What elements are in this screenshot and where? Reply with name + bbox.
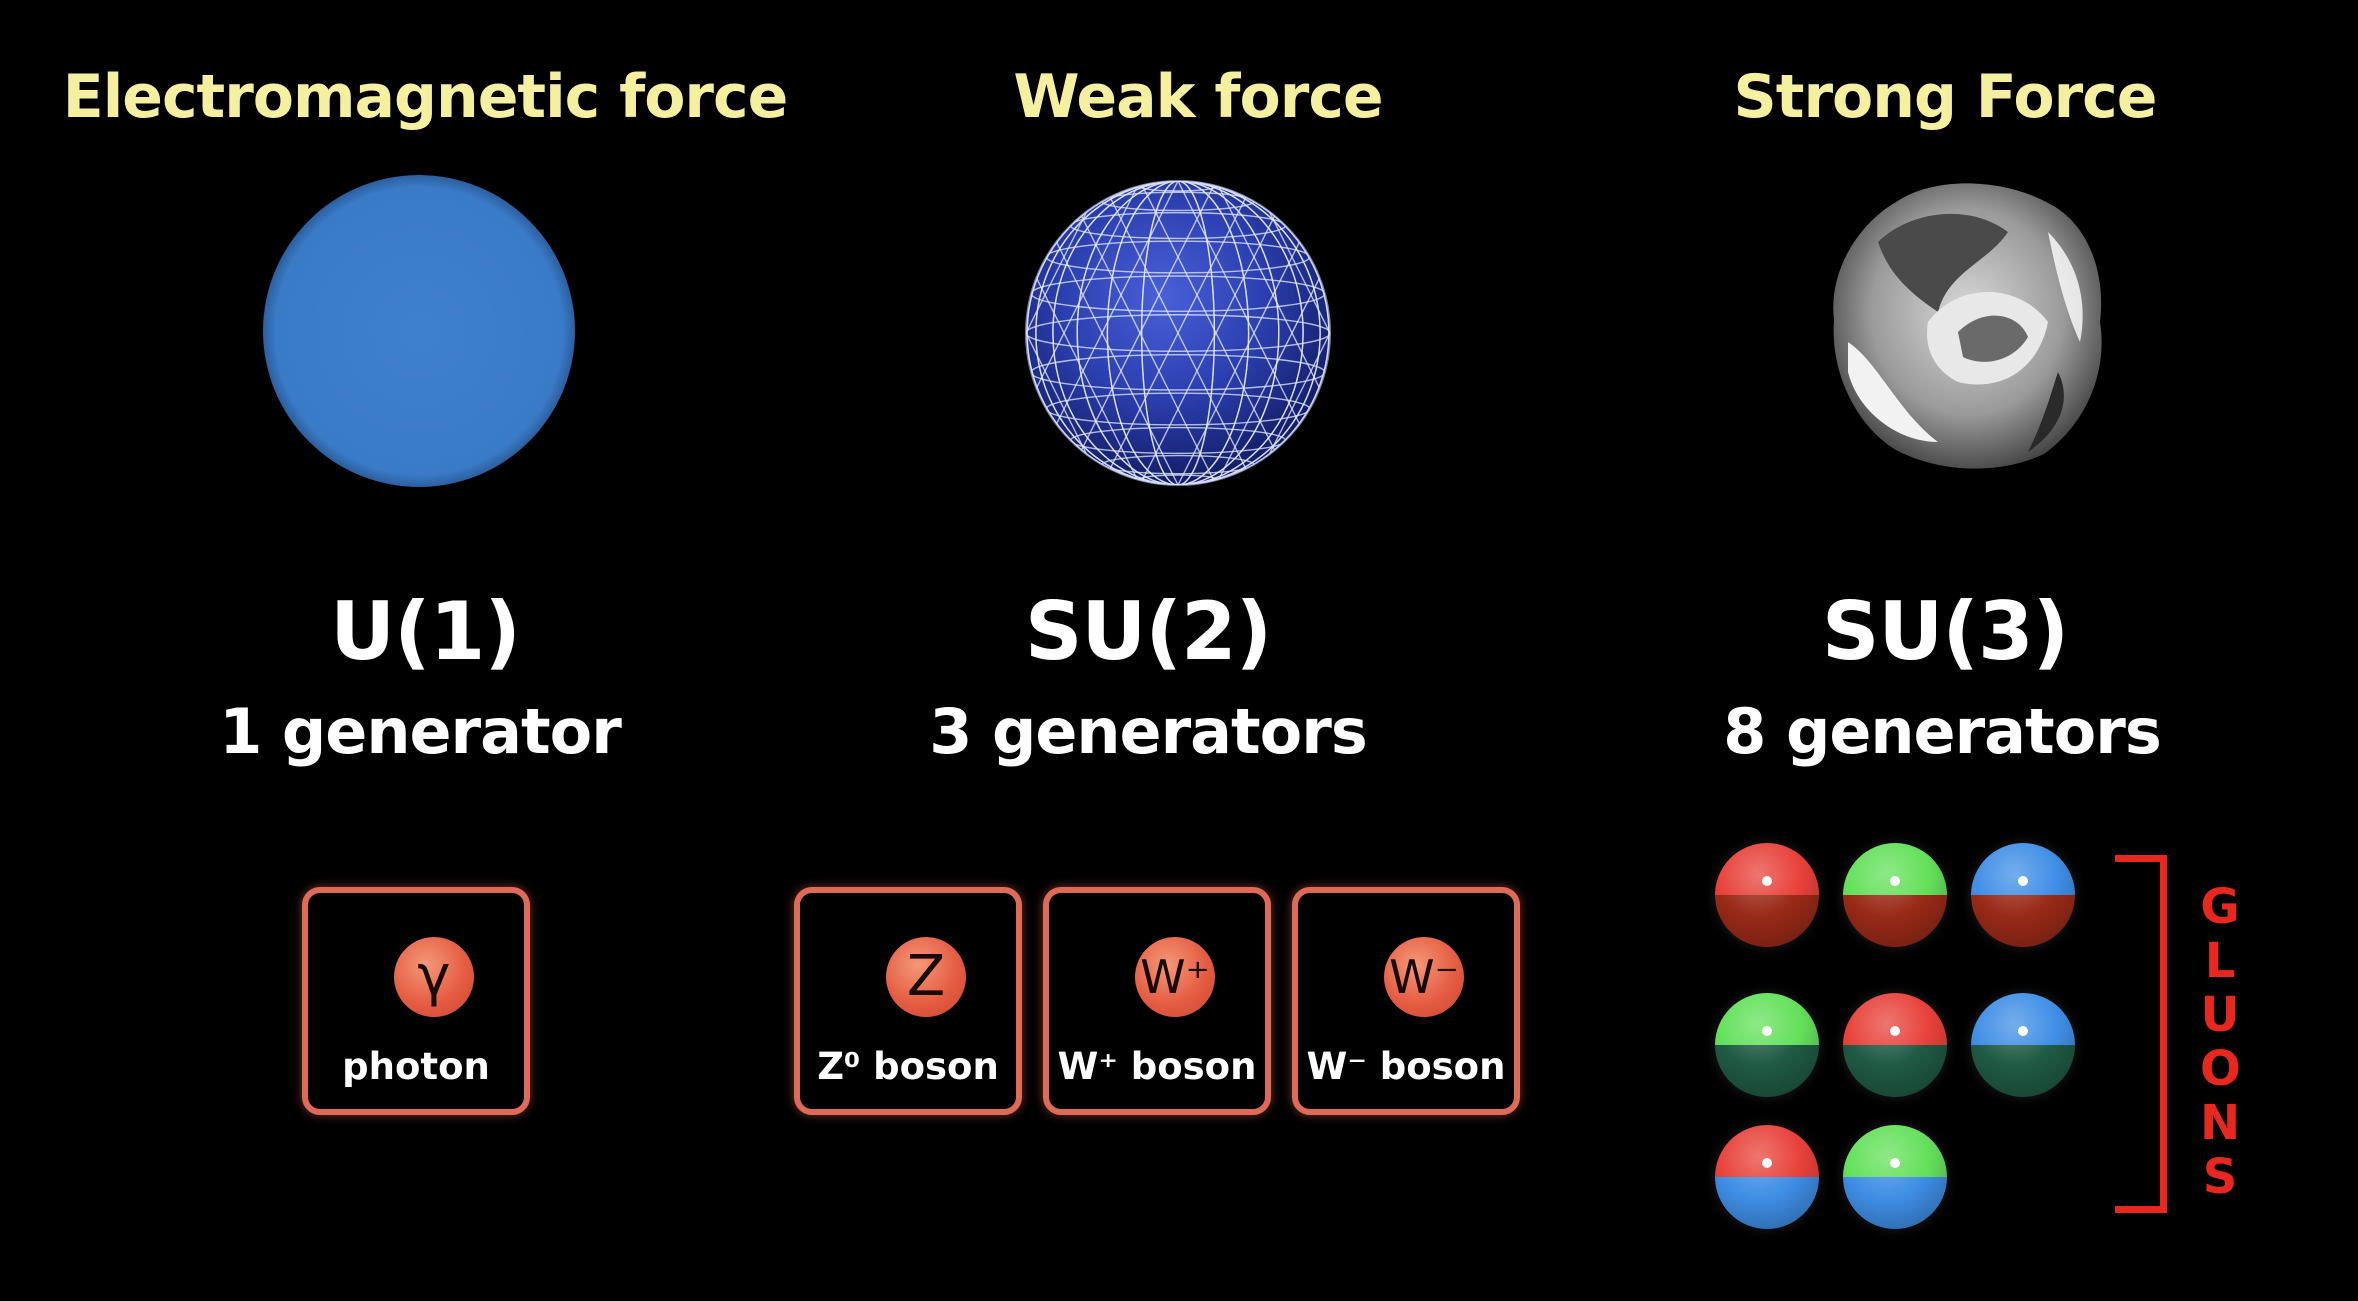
gluons-letter: U	[2200, 987, 2240, 1043]
u1-circle-icon	[263, 175, 575, 487]
electromagnetic-force-title: Electromagnetic force	[62, 62, 789, 132]
strong-force-title: Strong Force	[1733, 62, 2158, 132]
w-plus-boson-card: W⁺ W⁺ boson	[1043, 887, 1271, 1115]
su3-generators-label: 8 generators	[1723, 695, 2161, 768]
w-minus-boson-icon: W⁻	[1384, 937, 1464, 1017]
gluon-icon	[1971, 993, 2075, 1097]
su3-blob-icon	[1833, 183, 2102, 469]
w-minus-boson-label: W⁻ boson	[1306, 1045, 1506, 1088]
gluon-icon	[1843, 993, 1947, 1097]
weak-force-title: Weak force	[1013, 62, 1383, 132]
gluon-icon	[1715, 1125, 1819, 1229]
su3-group-label: SU(3)	[1821, 585, 2069, 678]
gluons-letter: N	[2200, 1095, 2241, 1151]
gluons-label: G L U O N S	[2200, 879, 2241, 1205]
gluon-icon	[1843, 1125, 1947, 1229]
gluons-letter: S	[2202, 1149, 2238, 1205]
z-boson-label: Z⁰ boson	[817, 1045, 999, 1088]
gluons-bracket	[2115, 855, 2167, 1213]
photon-label: photon	[342, 1045, 490, 1088]
z-boson-icon: Z	[886, 937, 966, 1017]
w-plus-boson-label: W⁺ boson	[1057, 1045, 1257, 1088]
u1-generators-label: 1 generator	[219, 695, 622, 768]
su2-sphere-icon	[1025, 180, 1331, 486]
photon-icon: γ	[394, 937, 474, 1017]
su2-group-label: SU(2)	[1024, 585, 1272, 678]
gluon-icon	[1715, 843, 1819, 947]
gluon-icon	[1843, 843, 1947, 947]
su2-generators-label: 3 generators	[929, 695, 1367, 768]
gluon-icon	[1715, 993, 1819, 1097]
photon-card: γ photon	[302, 887, 530, 1115]
w-plus-boson-icon: W⁺	[1135, 937, 1215, 1017]
z-boson-card: Z Z⁰ boson	[794, 887, 1022, 1115]
gluons-letter: L	[2204, 933, 2236, 989]
gluons-letter: G	[2200, 879, 2240, 935]
gluons-letter: O	[2200, 1041, 2241, 1097]
gluon-icon	[1971, 843, 2075, 947]
u1-group-label: U(1)	[330, 585, 521, 678]
w-minus-boson-card: W⁻ W⁻ boson	[1292, 887, 1520, 1115]
